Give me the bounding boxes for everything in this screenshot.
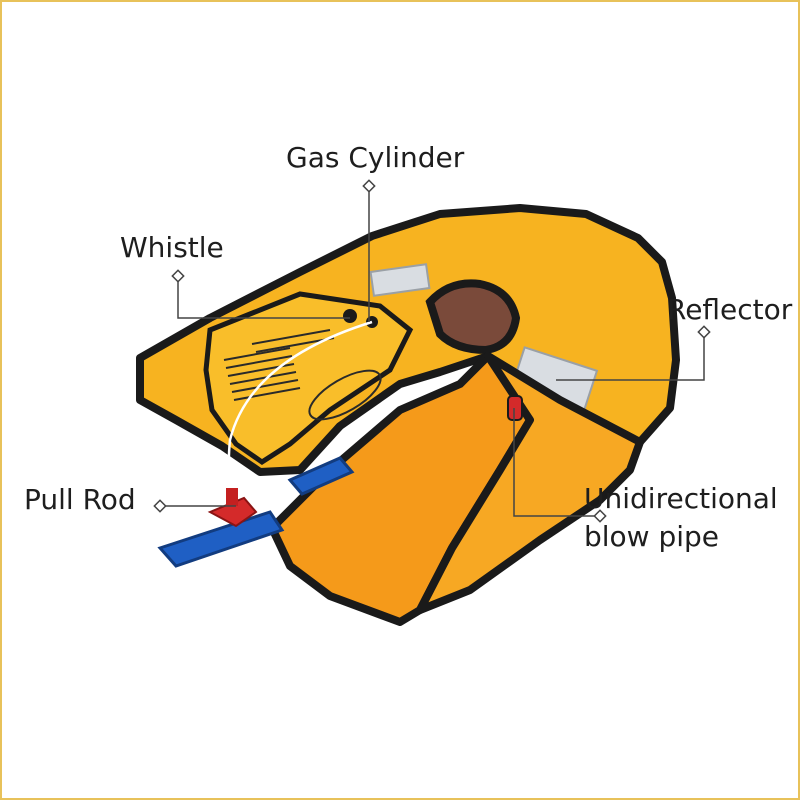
leader-blow-pipe: [513, 408, 598, 517]
brand-logo: [308, 369, 382, 421]
printed-instructions: [223, 329, 335, 401]
whistle-dot: [343, 309, 357, 323]
label-reflector: Reflector: [667, 293, 793, 326]
pull-cord: [227, 320, 373, 501]
blue-strap: [157, 510, 285, 568]
leader-whistle: [177, 278, 350, 319]
pull-rod-handle: [226, 488, 238, 506]
label-unidirectional-line2: blow pipe: [584, 520, 720, 553]
label-unidirectional-line1: Unidirectional: [584, 482, 778, 515]
reflector-strip-top: [369, 263, 431, 297]
leader-reflector: [556, 334, 705, 381]
marker-gas-cylinder: [362, 179, 376, 193]
leader-lines: [164, 188, 705, 517]
front-flap-right: [416, 352, 644, 614]
neck-opening: [425, 279, 521, 355]
marker-whistle: [171, 269, 185, 283]
label-pull-rod: Pull Rod: [24, 483, 136, 516]
blow-pipe: [507, 395, 523, 421]
marker-pull-rod: [153, 499, 167, 513]
blue-strap-upper: [287, 456, 355, 496]
left-chamber: [203, 291, 414, 466]
label-unidirectional-blow-pipe: Unidirectional blow pipe: [584, 480, 778, 556]
marker-blow-pipe: [593, 509, 607, 523]
label-whistle: Whistle: [120, 231, 224, 264]
label-gas-cylinder: Gas Cylinder: [286, 141, 465, 174]
marker-reflector: [697, 325, 711, 339]
